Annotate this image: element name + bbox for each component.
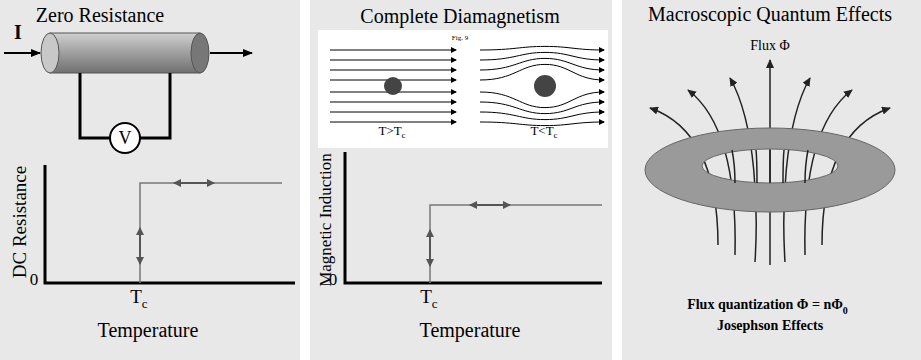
field-line (330, 122, 456, 123)
subscript: c (142, 297, 148, 311)
normal-sample (384, 77, 402, 95)
field-line (330, 50, 456, 51)
subscript: c (554, 131, 558, 141)
sample-cylinder (41, 33, 209, 73)
axis-origin: 0 (329, 271, 338, 290)
field-line (330, 112, 456, 113)
reversible-arrow (139, 228, 141, 264)
concept-panel: Complete Diamagnetism (310, 0, 612, 360)
current-arrow (4, 52, 40, 54)
condition-label: T>T (378, 124, 401, 138)
graph-axes (345, 152, 602, 283)
panel-title: Macroscopic Quantum Effects (648, 3, 892, 26)
voltmeter-wire (80, 73, 110, 138)
effect-text: Josephson Effects (717, 318, 823, 333)
graph-axes (45, 165, 295, 283)
axis-label: DC Resistance (10, 166, 31, 278)
field-line (480, 46, 604, 50)
flux-lines-through-hole (732, 150, 808, 183)
voltmeter-circle: V (109, 122, 141, 154)
formula-text: Flux quantization Φ = nΦ (687, 297, 843, 312)
condition-label: T<T (530, 124, 553, 138)
inset-figure (318, 30, 608, 148)
subscript: c (402, 131, 406, 141)
field-lines (330, 50, 456, 122)
concept-panel: Zero ResistanceV (0, 0, 300, 360)
figure-number: Fig. 9 (452, 35, 468, 43)
diamagnetism-illustration (310, 0, 612, 360)
critical-temperature: T (420, 287, 432, 308)
critical-temperature: T (130, 287, 142, 308)
superconducting-ring (645, 128, 895, 212)
panel-title: Zero Resistance (36, 4, 164, 27)
field-line (330, 60, 456, 61)
field-line (480, 112, 604, 120)
reversible-arrow (470, 204, 510, 206)
field-line (480, 102, 604, 114)
subscript: c (432, 297, 438, 311)
resistance-curve (140, 183, 282, 283)
reversible-arrow (174, 182, 214, 184)
panel-title: Complete Diamagnetism (360, 5, 559, 28)
subscript: 0 (843, 305, 848, 316)
field-line (330, 102, 456, 103)
axis-label: Magnetic Induction (317, 153, 336, 287)
superconducting-sample (534, 75, 556, 97)
axis-label: Temperature (420, 319, 521, 341)
resistance-illustration (0, 0, 300, 360)
axis-origin: 0 (30, 271, 39, 290)
current-symbol: I (14, 21, 22, 43)
field-line (330, 70, 456, 71)
expelled-field-lines (480, 46, 604, 125)
flux-label: Flux Φ (750, 38, 789, 53)
voltmeter-label: V (119, 129, 132, 147)
axis-label: Temperature (98, 319, 199, 341)
current-arrow (210, 52, 252, 54)
induction-curve (430, 205, 602, 283)
reversible-arrow (429, 230, 431, 266)
voltmeter-wire (140, 73, 170, 138)
